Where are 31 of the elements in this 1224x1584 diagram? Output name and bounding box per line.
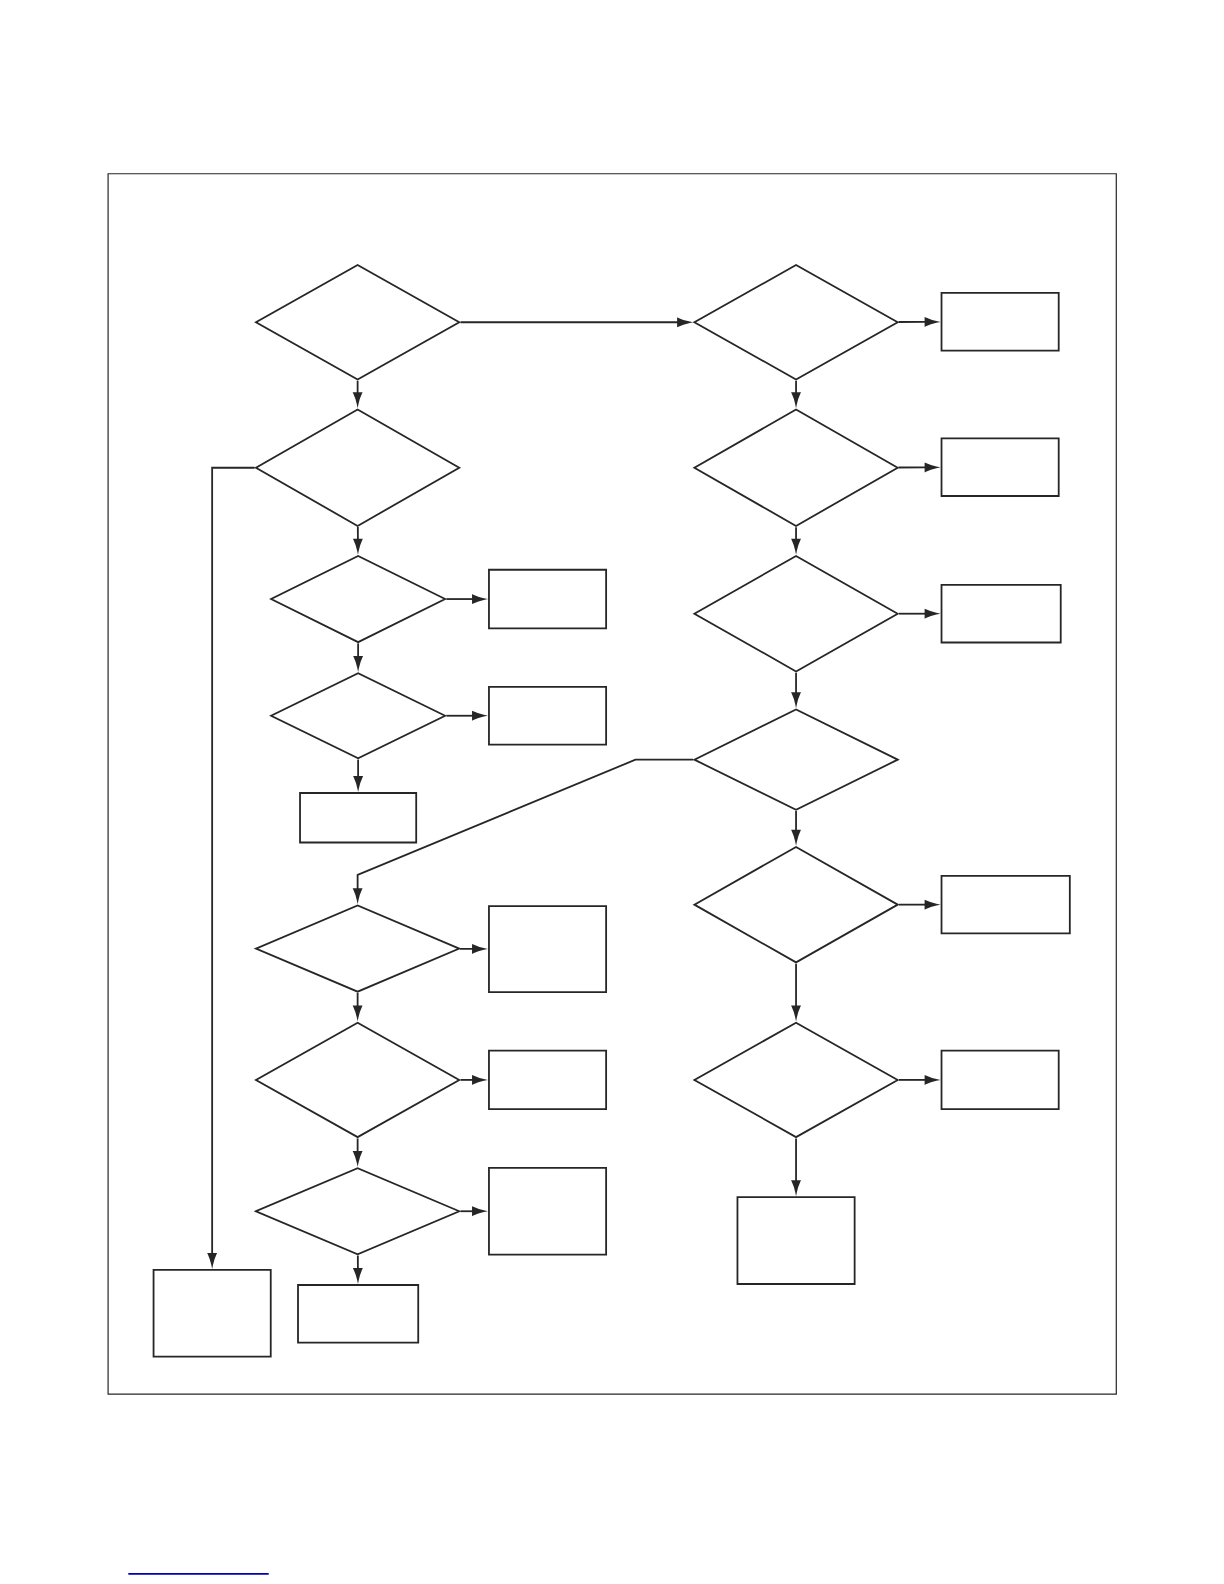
- arrow: [353, 526, 363, 552]
- process-box: [296, 1284, 419, 1344]
- arrow: [445, 711, 485, 721]
- arrow: [353, 1254, 363, 1281]
- arrow: [791, 671, 801, 705]
- arrow: [897, 1075, 937, 1085]
- arrow: [352, 1137, 362, 1164]
- process-box: [940, 292, 1060, 352]
- arrow: [791, 526, 801, 552]
- process-box: [940, 584, 1062, 644]
- arrow: [459, 1206, 485, 1216]
- arrow: [791, 379, 801, 405]
- arrow: [791, 1137, 801, 1193]
- arrow: [791, 810, 801, 843]
- process-box: [736, 1196, 856, 1285]
- process-box: [487, 686, 607, 746]
- process-box: [152, 1268, 272, 1358]
- process-box: [940, 1049, 1060, 1111]
- process-box: [487, 568, 607, 630]
- process-box: [487, 905, 607, 993]
- arrow: [458, 944, 485, 954]
- arrow: [207, 466, 256, 1266]
- arrow: [897, 317, 937, 327]
- arrow: [459, 1075, 485, 1085]
- process-box: [487, 1166, 607, 1256]
- process-box: [940, 437, 1060, 497]
- process-box: [940, 874, 1071, 935]
- arrow: [353, 642, 363, 669]
- arrow: [445, 594, 485, 604]
- process-box: [487, 1049, 607, 1111]
- arrow: [459, 317, 690, 327]
